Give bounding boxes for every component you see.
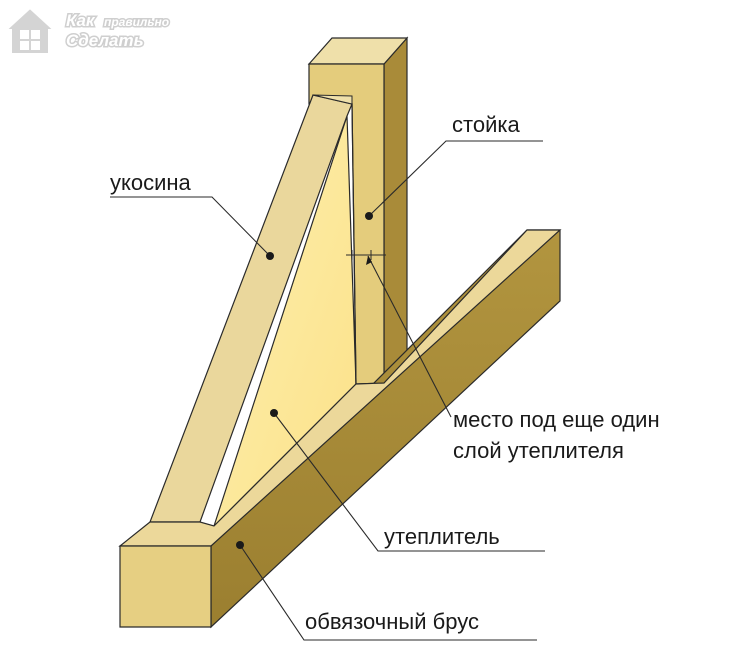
dot-ukosina <box>266 252 274 260</box>
label-mesto-line2: слой утеплителя <box>453 438 624 463</box>
arrow-mesto <box>366 256 372 265</box>
leader-stoyka <box>368 140 543 217</box>
brace-ukosina <box>149 94 353 523</box>
dot-brus <box>236 541 244 549</box>
label-ukosina: укосина <box>110 170 192 195</box>
leader-brus <box>239 544 537 641</box>
logo-text-pravilno: правильно <box>104 15 169 29</box>
logo-text-sdelat: Сделать <box>66 31 144 50</box>
sill-beam <box>118 229 562 629</box>
logo-text-kak: Как <box>66 11 96 30</box>
post-stoyka <box>307 36 409 385</box>
dot-uteplitel <box>270 409 278 417</box>
label-obvyazochny-brus: обвязочный брус <box>305 609 479 634</box>
label-mesto-line1: место под еще один <box>453 407 660 432</box>
leader-ukosina <box>110 196 271 257</box>
label-stoyka: стойка <box>452 112 520 137</box>
leader-mesto <box>367 255 452 418</box>
gap-marker <box>346 250 386 260</box>
label-uteplitel: утеплитель <box>384 524 500 549</box>
house-icon <box>3 6 57 55</box>
leader-uteplitel <box>273 412 545 552</box>
logo: Как правильно Сделать <box>3 6 171 55</box>
dot-stoyka <box>365 212 373 220</box>
